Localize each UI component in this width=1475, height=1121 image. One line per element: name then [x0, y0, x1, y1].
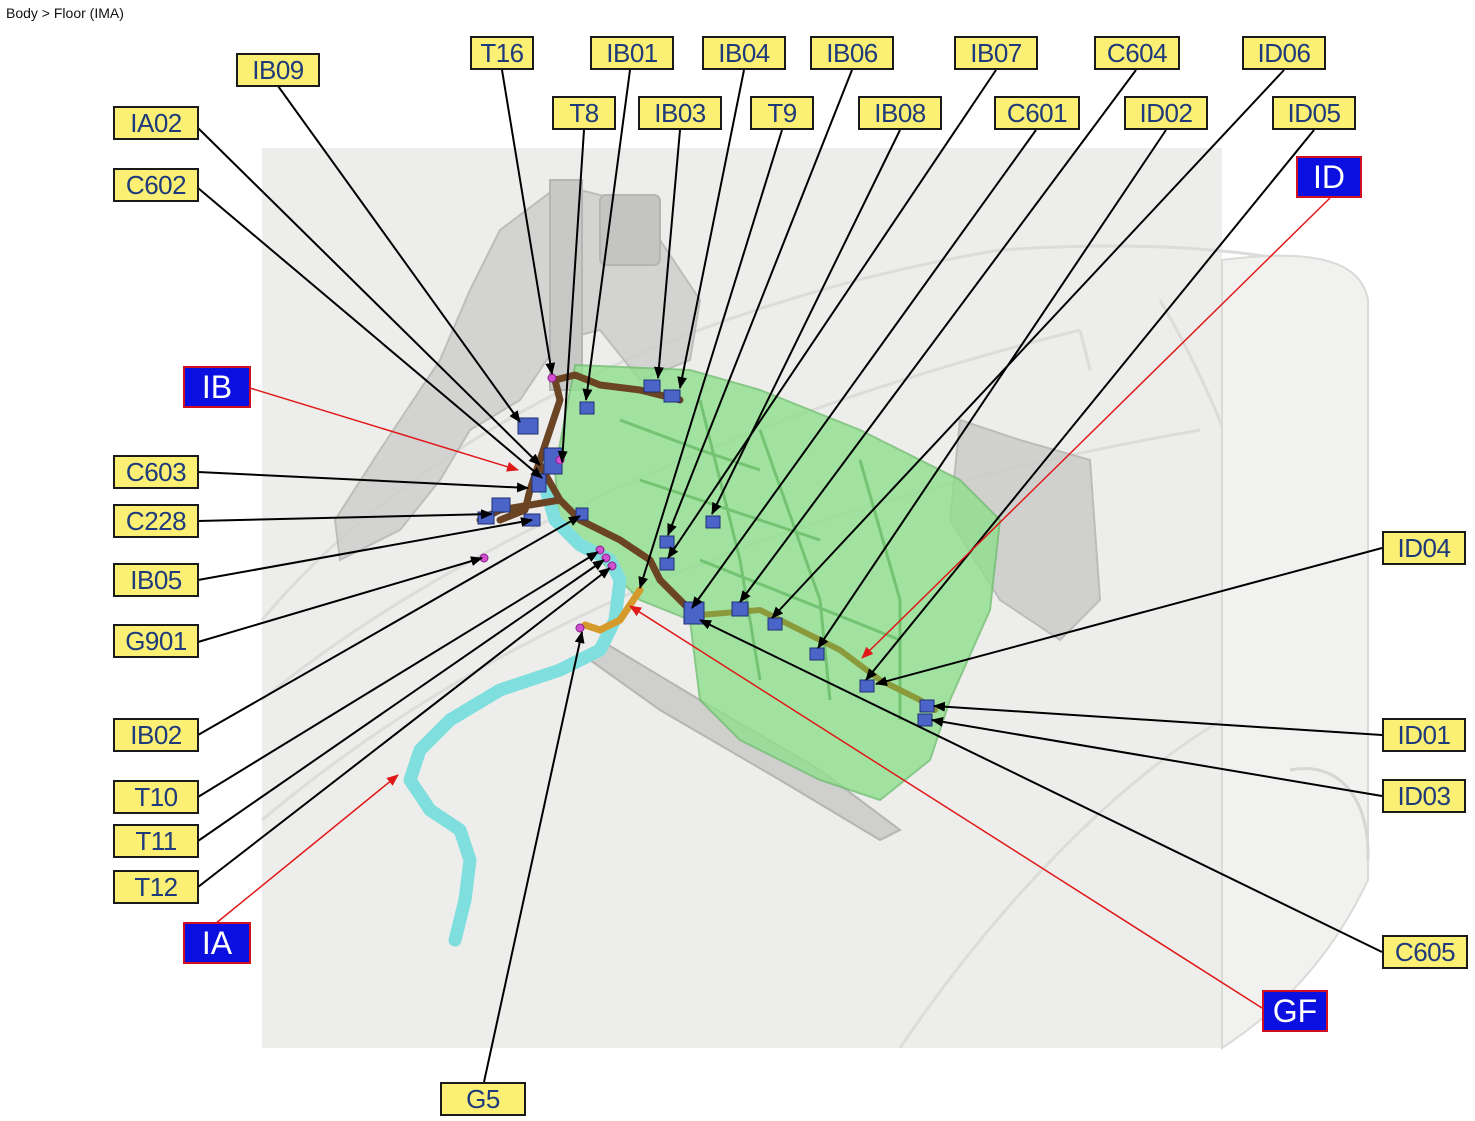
leader-T16 [501, 69, 556, 375]
leader-ID05 [865, 129, 1315, 681]
callout-T8: T8 [552, 96, 616, 130]
callout-T16: T16 [470, 36, 534, 70]
leader-C601 [691, 129, 1037, 609]
leader-G5 [483, 631, 585, 1083]
callout-ID05: ID05 [1272, 96, 1356, 130]
leader-ID03 [931, 716, 1383, 797]
leader-IA [214, 774, 399, 925]
callout-leaders [197, 69, 1383, 1083]
leader-G901 [197, 556, 483, 643]
callout-T9: T9 [750, 96, 814, 130]
leader-T8 [557, 129, 585, 463]
callout-T10: T10 [113, 780, 199, 814]
leader-IB08 [711, 129, 901, 515]
callout-ID03: ID03 [1382, 779, 1466, 813]
leader-ID02 [817, 129, 1167, 649]
leader-ID06 [771, 69, 1285, 619]
group-IA: IA [183, 922, 251, 964]
callout-C601: C601 [994, 96, 1080, 130]
callout-IB03: IB03 [638, 96, 722, 130]
callout-ID06: ID06 [1242, 36, 1326, 70]
leader-ID04 [875, 547, 1383, 686]
callout-G5: G5 [440, 1082, 526, 1116]
leader-IB05 [197, 517, 533, 581]
callout-IB01: IB01 [590, 36, 674, 70]
callout-IA02: IA02 [113, 106, 199, 140]
leader-C602 [197, 187, 543, 479]
callout-ID04: ID04 [1382, 531, 1466, 565]
leader-C604 [739, 69, 1137, 603]
callout-IB08: IB08 [858, 96, 942, 130]
chassis-bracket [333, 179, 702, 562]
group-leaders [214, 197, 1331, 1009]
leader-T11 [197, 559, 605, 842]
group-ID: ID [1296, 156, 1362, 198]
callout-C602: C602 [113, 168, 199, 202]
leader-IB03 [653, 129, 681, 379]
breadcrumb: Body > Floor (IMA) [6, 5, 124, 21]
leader-IB09 [277, 85, 521, 423]
leader-IA02 [197, 127, 541, 466]
callout-ID01: ID01 [1382, 718, 1466, 752]
callout-IB02: IB02 [113, 718, 199, 752]
leader-IB [249, 387, 519, 472]
leader-C603 [197, 471, 529, 493]
callout-C228: C228 [113, 504, 199, 538]
callout-IB05: IB05 [113, 563, 199, 597]
leader-C605 [699, 619, 1383, 953]
callout-C605: C605 [1382, 935, 1468, 969]
leader-T12 [197, 567, 611, 888]
leader-ID [861, 197, 1331, 659]
leader-IB06 [667, 69, 853, 536]
leader-IB07 [667, 69, 997, 559]
leader-T10 [197, 551, 599, 798]
vehicle-side-panel [1221, 254, 1369, 1050]
leader-IB04 [677, 69, 745, 389]
leader-T9 [638, 129, 783, 589]
connectors [477, 379, 935, 727]
wheel-arch [1289, 767, 1370, 861]
callout-IB07: IB07 [954, 36, 1038, 70]
callout-IB04: IB04 [702, 36, 786, 70]
harness-orange [581, 586, 644, 634]
harness-cyan [403, 463, 627, 947]
callout-C603: C603 [113, 455, 199, 489]
leader-ID01 [933, 701, 1383, 736]
group-IB: IB [183, 366, 251, 408]
leader-IB02 [197, 515, 581, 736]
group-GF: GF [1262, 990, 1328, 1032]
callout-IB09: IB09 [236, 53, 320, 87]
callout-ID02: ID02 [1124, 96, 1208, 130]
callout-T11: T11 [113, 824, 199, 858]
leader-IB01 [582, 69, 631, 401]
callout-G901: G901 [113, 624, 199, 658]
callout-T12: T12 [113, 870, 199, 904]
leader-C228 [197, 509, 493, 522]
leader-GF [629, 605, 1263, 1009]
callout-C604: C604 [1094, 36, 1180, 70]
callout-IB06: IB06 [810, 36, 894, 70]
